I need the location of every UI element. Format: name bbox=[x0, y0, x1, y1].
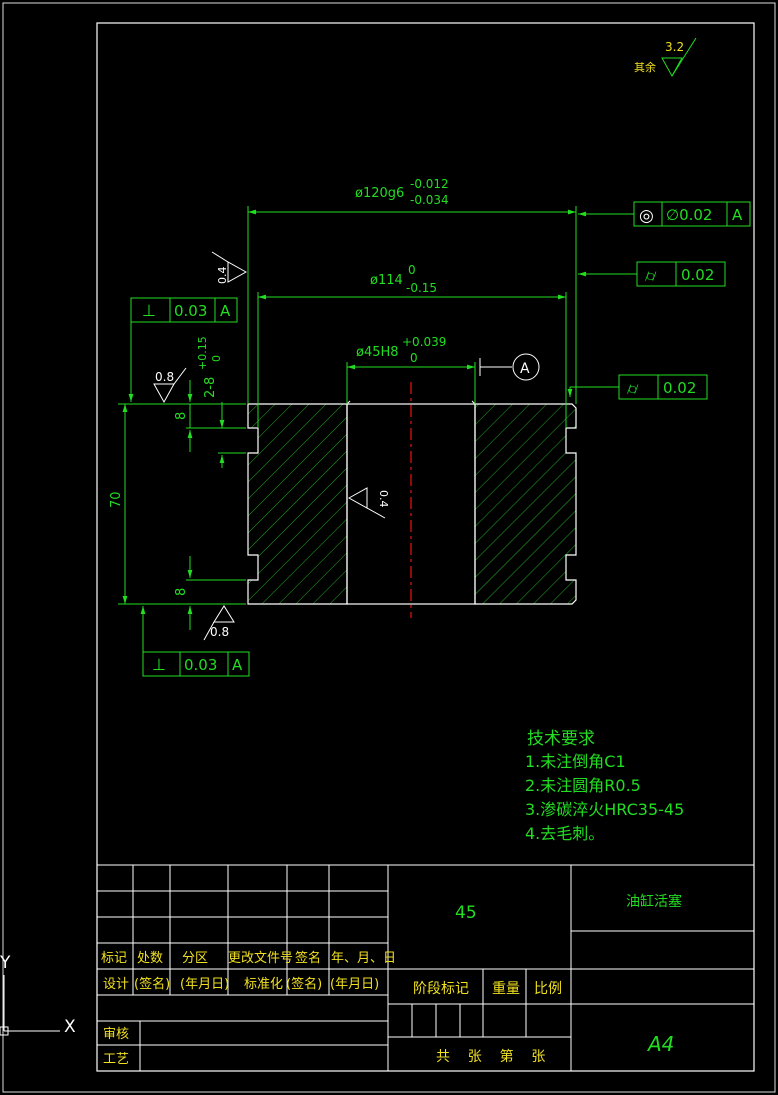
bore-tol-lower: 0 bbox=[410, 351, 418, 365]
bore-tol-upper: +0.039 bbox=[402, 335, 446, 349]
dim-groove-pos bbox=[186, 380, 246, 630]
part-name-text: 油缸活塞 bbox=[626, 893, 682, 910]
groove-tol-lower: -0.15 bbox=[406, 281, 437, 295]
rough-bottom-symbol bbox=[203, 605, 235, 641]
perp-top-value: 0.03 bbox=[174, 302, 207, 320]
gdt-coaxiality-frame bbox=[578, 201, 751, 227]
rev-header-sign: 签名 bbox=[295, 950, 321, 966]
review-label: 审核 bbox=[103, 1027, 129, 1042]
rough-top-symbol bbox=[153, 367, 187, 404]
process-label: 工艺 bbox=[103, 1052, 129, 1067]
coaxiality-datum: A bbox=[732, 206, 743, 224]
rest-roughness-symbol bbox=[661, 37, 697, 78]
ucs-icon bbox=[0, 975, 60, 1036]
coaxiality-value: ∅0.02 bbox=[666, 206, 712, 224]
groove-diameter-text: ø114 bbox=[370, 273, 403, 288]
rev-header-count: 处数 bbox=[137, 951, 163, 966]
standard-sign: (签名) bbox=[286, 976, 322, 992]
perp-top-symbol: ⊥ bbox=[142, 301, 156, 320]
dim-bore-diameter bbox=[346, 362, 476, 404]
gdt-perp-top-frame bbox=[128, 297, 238, 402]
rev-header-mark: 标记 bbox=[101, 951, 127, 966]
rough-bottom-text: 0.8 bbox=[210, 625, 229, 639]
design-sign: (签名) bbox=[134, 976, 170, 992]
rough-bore-symbol bbox=[347, 487, 386, 519]
stage-mark-label: 阶段标记 bbox=[413, 981, 469, 997]
coaxiality-symbol: ◎ bbox=[639, 206, 654, 226]
rough-outer-text: 0.4 bbox=[216, 267, 229, 285]
gdt-cyl-outer-frame bbox=[578, 261, 726, 287]
material-text: 45 bbox=[455, 903, 477, 923]
datum-a-label: A bbox=[520, 361, 530, 377]
dim-groove-diameter bbox=[257, 292, 567, 428]
standard-date: (年月日) bbox=[330, 977, 379, 992]
tech-item-2: 2.未注圆角R0.5 bbox=[525, 776, 641, 795]
groove-pos-bottom-text: 8 bbox=[174, 588, 189, 596]
perp-bottom-value: 0.03 bbox=[184, 656, 217, 674]
weight-label: 重量 bbox=[492, 981, 520, 997]
height-text: 70 bbox=[109, 491, 124, 508]
groove-width-tol-lower: 0 bbox=[210, 355, 223, 362]
rev-header-zone: 分区 bbox=[182, 951, 208, 966]
rough-top-text: 0.8 bbox=[155, 370, 174, 384]
dim-height bbox=[118, 403, 246, 605]
tech-item-1: 1.未注倒角C1 bbox=[525, 752, 626, 771]
cyl-bore-symbol: ⌭ bbox=[627, 379, 639, 398]
gdt-perp-bottom-frame bbox=[140, 606, 250, 677]
part-section bbox=[247, 382, 577, 618]
cyl-outer-symbol: ⌭ bbox=[645, 266, 657, 285]
title-block-grid bbox=[96, 864, 755, 1072]
tech-item-3: 3.渗碳淬火HRC35-45 bbox=[525, 800, 684, 819]
ucs-y-label: Y bbox=[0, 953, 11, 973]
rev-header-docno: 更改文件号 bbox=[228, 951, 293, 966]
left-hatch-region bbox=[247, 403, 348, 605]
gdt-cyl-bore-frame bbox=[567, 374, 708, 400]
rough-bore-text: 0.4 bbox=[377, 490, 390, 508]
rest-roughness-value: 3.2 bbox=[665, 40, 684, 54]
tech-item-4: 4.去毛刺。 bbox=[525, 824, 604, 843]
bore-diameter-text: ø45H8 bbox=[356, 345, 399, 360]
rev-header-date: 年、月、日 bbox=[331, 951, 396, 966]
dim-outer-diameter bbox=[247, 206, 577, 404]
perp-top-datum: A bbox=[220, 302, 231, 320]
right-hatch-region bbox=[474, 403, 577, 605]
rough-outer-symbol bbox=[211, 251, 248, 283]
rest-roughness-label: 其余 bbox=[634, 60, 656, 74]
perp-bottom-datum: A bbox=[232, 656, 243, 674]
design-label: 设计 bbox=[103, 977, 129, 992]
design-date: (年月日) bbox=[180, 977, 229, 992]
tech-title: 技术要求 bbox=[527, 729, 595, 749]
groove-width-text: 2-8 bbox=[203, 377, 218, 398]
scale-label: 比例 bbox=[534, 981, 562, 997]
ucs-x-label: X bbox=[64, 1017, 76, 1037]
cyl-bore-value: 0.02 bbox=[663, 379, 696, 397]
groove-pos-top-text: 8 bbox=[174, 412, 189, 420]
datum-a-marker bbox=[479, 353, 540, 381]
outer-diameter-text: ø120g6 bbox=[355, 186, 404, 201]
groove-tol-upper: 0 bbox=[408, 263, 416, 277]
cyl-outer-value: 0.02 bbox=[681, 266, 714, 284]
sheet-size-text: A4 bbox=[646, 1032, 674, 1056]
sheets-label: 共 张 第 张 bbox=[436, 1048, 545, 1065]
bore bbox=[346, 403, 476, 605]
groove-width-tol-upper: +0.15 bbox=[196, 336, 209, 370]
outer-tol-upper: -0.012 bbox=[410, 177, 449, 191]
perp-bottom-symbol: ⊥ bbox=[152, 655, 166, 674]
outer-tol-lower: -0.034 bbox=[410, 193, 449, 207]
standard-label: 标准化 bbox=[244, 977, 283, 992]
